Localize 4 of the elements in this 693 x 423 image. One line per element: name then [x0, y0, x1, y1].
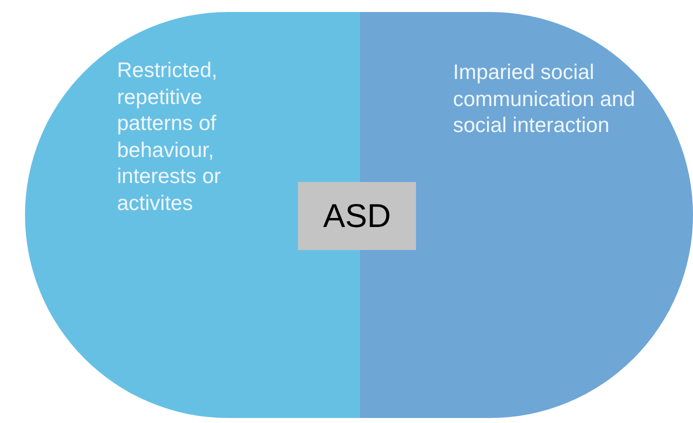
- label-box: [298, 182, 416, 250]
- panel-text: Restricted, repetitive patterns of behaviour, interests or activites: [117, 58, 222, 216]
- box-title: ASD: [322, 196, 392, 236]
- panel-text: Imparied social communication and social interaction: [453, 60, 636, 139]
